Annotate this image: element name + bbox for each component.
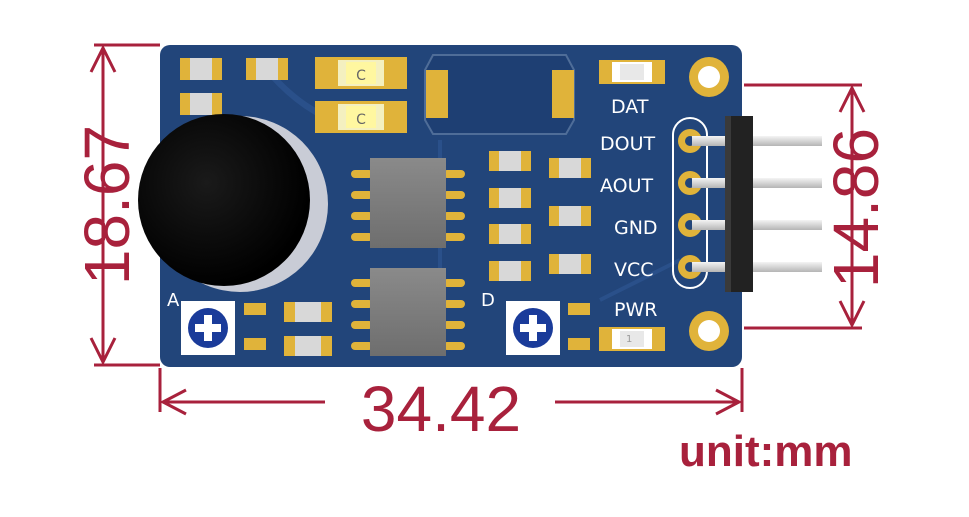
smd-led: C (315, 101, 407, 133)
ic-chip (351, 268, 465, 356)
pwr-label: PWR (614, 299, 657, 321)
dimension-height (89, 43, 160, 367)
pin-span-dimension-label: 14.86 (820, 128, 892, 288)
smd-resistor (180, 58, 222, 80)
pin-label-vcc: VCC (614, 259, 654, 281)
mounting-hole (689, 311, 729, 351)
smd-led: C (315, 57, 407, 89)
led-label: C (356, 68, 366, 84)
pin-label-aout: AOUT (600, 175, 654, 197)
width-label-backdrop (325, 372, 555, 434)
width-dimension-label: 34.42 (361, 373, 521, 445)
pin-label-dout: DOUT (600, 133, 655, 155)
smd-resistor (284, 336, 332, 356)
potentiometer-d (506, 301, 590, 355)
smd-capacitor (424, 54, 575, 135)
pot-a-label: A (167, 290, 180, 311)
dimension-pin-span (744, 83, 866, 330)
height-dimension-label: 18.67 (71, 125, 143, 285)
microphone (138, 114, 328, 292)
header-pins (692, 116, 822, 292)
unit-label: unit:mm (679, 427, 853, 476)
smd-resistor (284, 302, 332, 322)
dat-label: DAT (611, 96, 649, 118)
pot-d-label: D (481, 290, 495, 311)
header-outline (672, 117, 708, 289)
ic-chip (351, 158, 465, 248)
pwr-pin1-marker: 1 (626, 334, 632, 345)
pwr-led (599, 327, 665, 351)
led-label: C (356, 112, 366, 128)
mounting-hole (689, 57, 729, 97)
pcb-board (160, 45, 742, 367)
potentiometer-a (181, 301, 266, 355)
smd-resistor-column (489, 151, 591, 281)
smd-resistor (246, 58, 288, 80)
dat-led (599, 60, 665, 84)
smd-resistor (180, 93, 222, 115)
pin-label-gnd: GND (614, 217, 658, 239)
